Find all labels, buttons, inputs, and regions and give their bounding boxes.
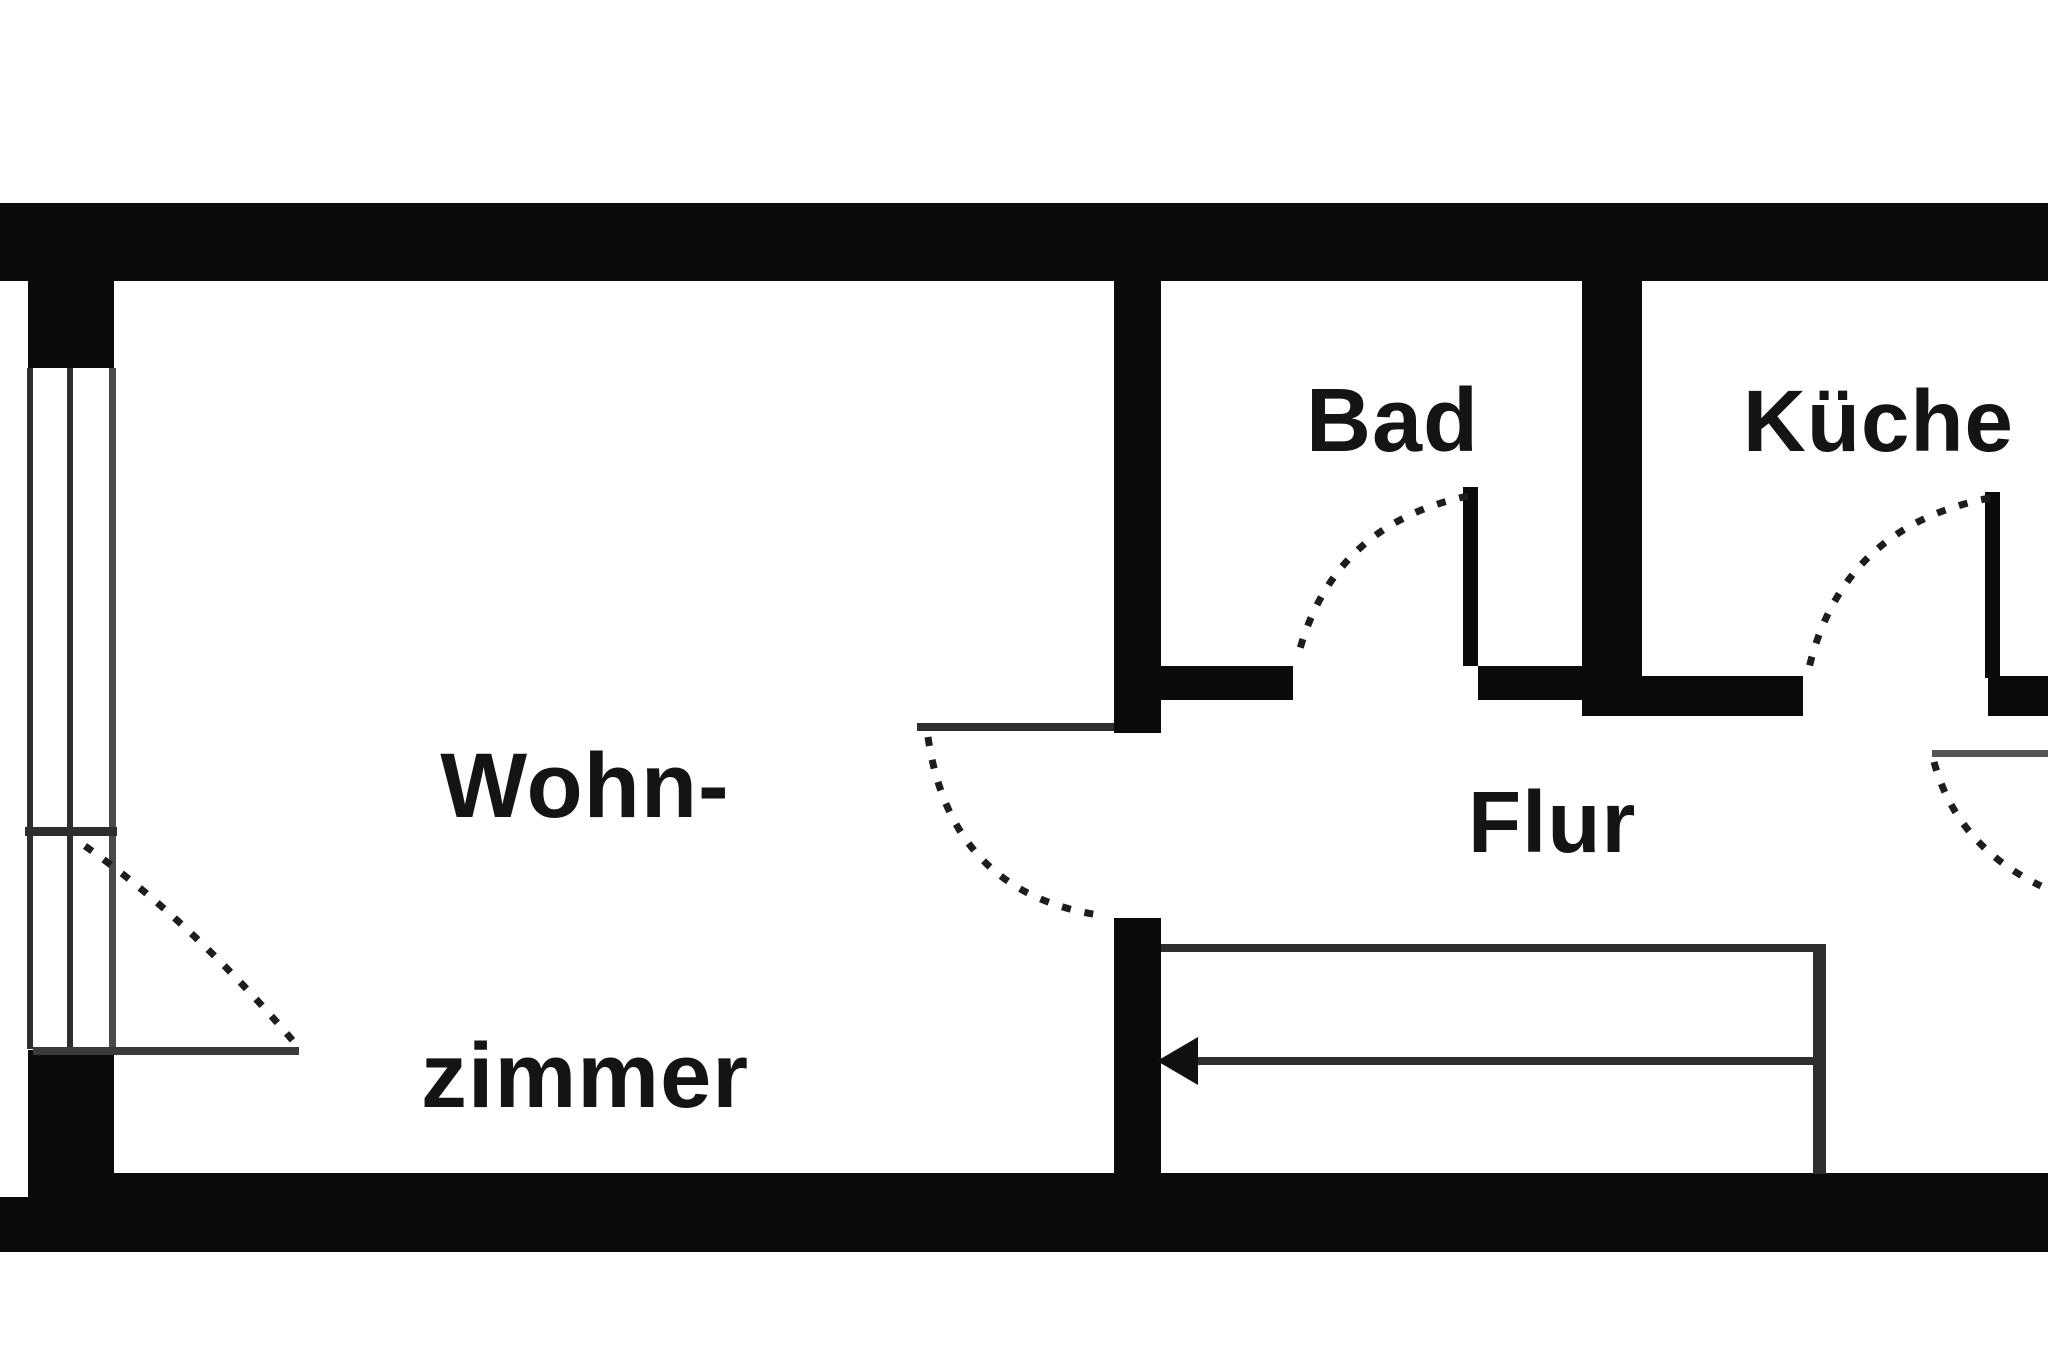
window-outer-line	[27, 368, 33, 1049]
window-inner-line	[109, 368, 116, 1049]
stairs-middle-line	[1196, 1057, 1821, 1065]
wohnzimmer-wall-lower	[1114, 918, 1161, 1173]
kueche-door-leaf	[1985, 492, 2000, 678]
window-middle-line	[67, 368, 73, 1049]
wohnzimmer-door-leaf	[917, 723, 1114, 731]
left-wall-top-pier	[28, 281, 114, 368]
stairs-top-line	[1161, 944, 1821, 952]
kueche-bottom-wall-left-stub	[1642, 676, 1803, 716]
room-label-bad: Bad	[1306, 371, 1480, 471]
bad-bottom-wall-right-stub	[1478, 666, 1582, 700]
room-label-kueche: Küche	[1743, 373, 2014, 470]
stairs-direction-arrow	[1157, 1037, 1198, 1085]
bottom-exterior-wall	[0, 1173, 2048, 1252]
window-sill-tick	[25, 827, 117, 836]
kueche-bottom-wall-right-stub	[1988, 676, 2048, 716]
wohnzimmer-door-swing-arc	[924, 736, 1107, 920]
wohnzimmer-wall-upper	[1114, 281, 1161, 733]
entrance-door-swing-arc	[1930, 761, 2043, 890]
entrance-door-leaf	[1932, 750, 2048, 757]
top-exterior-wall	[0, 203, 2048, 281]
bad-door-swing-arc	[1293, 492, 1469, 661]
bad-door-leaf	[1463, 487, 1478, 666]
room-label-wohnzimmer-line1: Wohn-	[440, 735, 730, 838]
bad-kueche-divider-wall	[1582, 281, 1642, 716]
left-wall-bottom-pier	[28, 1050, 114, 1198]
bad-bottom-wall-left-stub	[1161, 666, 1293, 700]
room-label-wohnzimmer: Wohn- zimmer	[405, 545, 765, 1318]
balcony-door-leaf	[33, 1047, 299, 1055]
bottom-wall-left-notch	[0, 1173, 28, 1197]
balcony-door-swing-arc	[82, 843, 297, 1045]
kueche-door-swing-arc	[1805, 494, 1991, 669]
stairs-right-edge	[1813, 944, 1826, 1174]
room-label-wohnzimmer-line2: zimmer	[420, 1024, 750, 1127]
room-label-flur: Flur	[1468, 774, 1637, 871]
